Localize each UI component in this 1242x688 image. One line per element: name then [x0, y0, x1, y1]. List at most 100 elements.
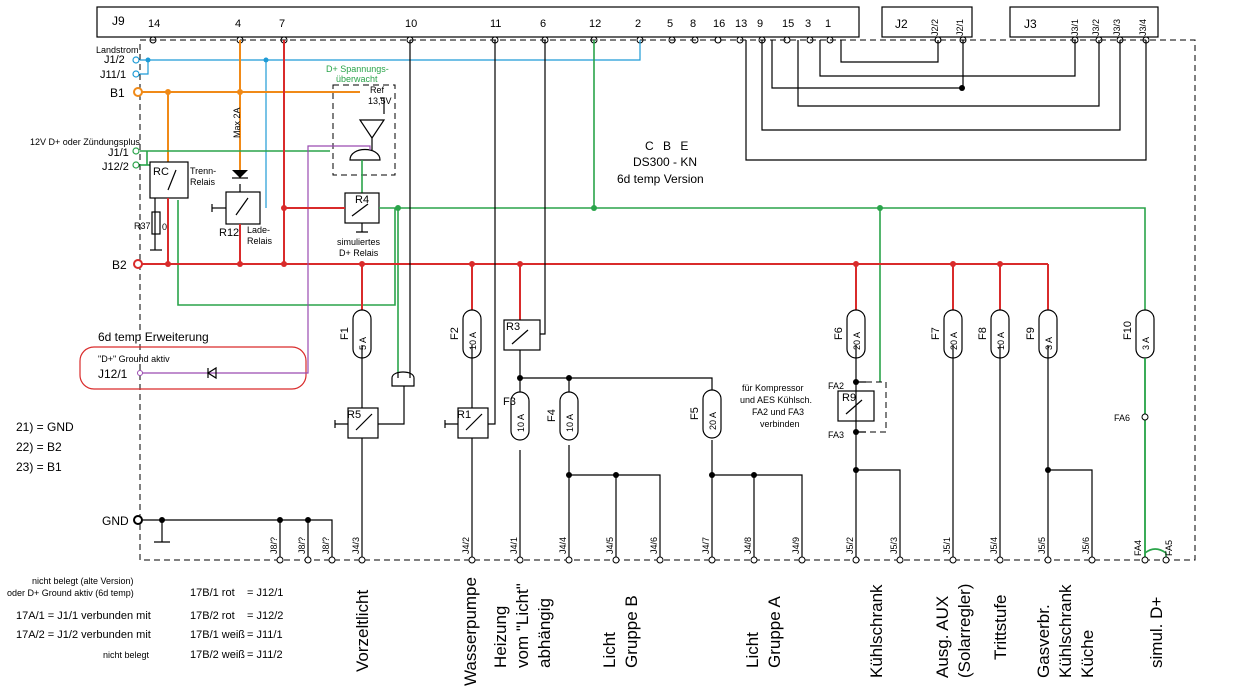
svg-text:Heizung: Heizung — [491, 606, 510, 668]
svg-text:Gruppe B: Gruppe B — [622, 595, 641, 668]
fuse-id: F1 — [339, 327, 351, 340]
bottom-pin-label: J5/3 — [889, 537, 899, 554]
svg-text:= J11/2: = J11/2 — [247, 649, 283, 661]
erweiterung-box — [79, 346, 307, 390]
bottom-pin-label: J4/9 — [791, 537, 801, 554]
bottom-pin-label: J5/6 — [1081, 537, 1091, 554]
r4-label: R4 — [355, 194, 369, 206]
j9-pin-label: 7 — [279, 18, 285, 30]
j3-pin: J3/4 — [1138, 19, 1148, 36]
j9-pin-label: 16 — [713, 18, 725, 30]
j9-pin-label: 14 — [148, 18, 160, 30]
svg-text:= J12/1: = J12/1 — [247, 587, 283, 599]
svg-text:FA3: FA3 — [828, 430, 844, 440]
bottom-pin-label: J4/3 — [351, 537, 361, 554]
fuse-f3: 10 A — [510, 391, 530, 441]
svg-text:Licht: Licht — [600, 632, 619, 668]
fuse-id: F6 — [833, 327, 845, 340]
j9-pin-label: 2 — [635, 18, 641, 30]
fuse-rating: 3 A — [1044, 337, 1054, 350]
bottom-pin — [1088, 556, 1096, 564]
svg-text:17A/2 = J1/2 verbunden mit: 17A/2 = J1/2 verbunden mit — [16, 629, 151, 641]
bottom-pin-label: J4/1 — [509, 537, 519, 554]
r9-relais — [837, 390, 875, 422]
svg-text:13,5V: 13,5V — [368, 96, 392, 106]
svg-text:0: 0 — [162, 222, 167, 232]
j9-pin-label: 9 — [757, 18, 763, 30]
terminal-gnd: GND — [102, 514, 129, 528]
svg-text:Ref: Ref — [370, 85, 385, 95]
bottom-pin — [612, 556, 620, 564]
bottom-pin — [1044, 556, 1052, 564]
j9-pin-label: 3 — [805, 18, 811, 30]
bottom-pin-label: J5/1 — [942, 537, 952, 554]
j2-pin: J2/1 — [955, 19, 965, 36]
svg-text:FA2 und FA3: FA2 und FA3 — [752, 407, 804, 417]
bottom-pin-label: J4/2 — [461, 537, 471, 554]
svg-text:abhängig: abhängig — [535, 598, 554, 668]
svg-text:F3: F3 — [503, 396, 516, 408]
bottom-pin — [516, 556, 524, 564]
bottom-pin — [852, 556, 860, 564]
j9-pin-label: 6 — [540, 18, 546, 30]
fuse-rating: 20 A — [949, 332, 959, 350]
fuse-rating: 3 A — [1141, 337, 1151, 350]
bottom-pin-label: J4/5 — [605, 537, 615, 554]
lade-relais-label: Relais — [247, 236, 273, 246]
j121-label: J12/1 — [98, 367, 128, 381]
fuse-f9: 3 AF9 — [1025, 309, 1058, 359]
bottom-pin — [304, 556, 312, 564]
fuse-f8: 10 A F8 — [977, 309, 1010, 359]
bottom-pin — [468, 556, 476, 564]
bottom-pin — [565, 556, 573, 564]
svg-text:Kühlschrank: Kühlschrank — [867, 584, 886, 678]
fuse-id: F8 — [977, 327, 989, 340]
svg-text:R5: R5 — [347, 409, 361, 421]
fuse-id: F2 — [449, 327, 461, 340]
bottom-pin — [358, 556, 366, 564]
svg-text:17B/1 weiß: 17B/1 weiß — [190, 629, 245, 641]
fuse-f6: 20 AF6 — [833, 309, 866, 359]
j9-pin-label: 15 — [782, 18, 794, 30]
fuse-rating: 5 A — [358, 337, 368, 350]
r5-gate — [391, 371, 415, 387]
svg-text:verbinden: verbinden — [760, 419, 800, 429]
bottom-pin — [750, 556, 758, 564]
j3-pin: J3/2 — [1091, 19, 1101, 36]
svg-text:Ausg. AUX: Ausg. AUX — [933, 596, 952, 678]
j9-pin-label: 8 — [690, 18, 696, 30]
fuse-id: F4 — [546, 409, 558, 422]
svg-text:Gasverbr.: Gasverbr. — [1034, 604, 1053, 678]
dplus-monitor-box — [332, 84, 396, 176]
fuse-f1: 5 A F1 — [339, 309, 372, 359]
fuse-f7: 20 AF7 — [930, 309, 963, 359]
max2a-label: Max 2A — [232, 107, 242, 138]
trenn-label: Trenn- — [190, 166, 216, 176]
bottom-pin — [708, 556, 716, 564]
fuse-id: F10 — [1122, 321, 1134, 340]
bottom-pin-label: J5/2 — [845, 537, 855, 554]
r1-relais — [457, 407, 489, 439]
svg-text:21) = GND: 21) = GND — [16, 420, 74, 434]
lade-label: Lade- — [247, 225, 270, 235]
j9-pin-label: 1 — [825, 18, 831, 30]
svg-text:22) = B2: 22) = B2 — [16, 440, 62, 454]
fuse-f10: 3 A F10 — [1122, 309, 1155, 359]
board-outline — [139, 39, 1196, 561]
fuse-f5: 20 A F5 — [689, 389, 722, 439]
fuse-id: F5 — [689, 407, 701, 420]
bottom-pin — [328, 556, 336, 564]
bottom-pin-label: J8/? — [297, 537, 307, 554]
fuse-rating: 10 A — [996, 332, 1006, 350]
svg-text:überwacht: überwacht — [336, 74, 378, 84]
j9-pin-label: 5 — [667, 18, 673, 30]
bottom-pin — [949, 556, 957, 564]
terminal-b1: B1 — [110, 86, 125, 100]
fuse-rating: 20 A — [708, 412, 718, 430]
bottom-pin-label: J8/? — [321, 537, 331, 554]
fuse-rating: 10 A — [516, 414, 526, 432]
